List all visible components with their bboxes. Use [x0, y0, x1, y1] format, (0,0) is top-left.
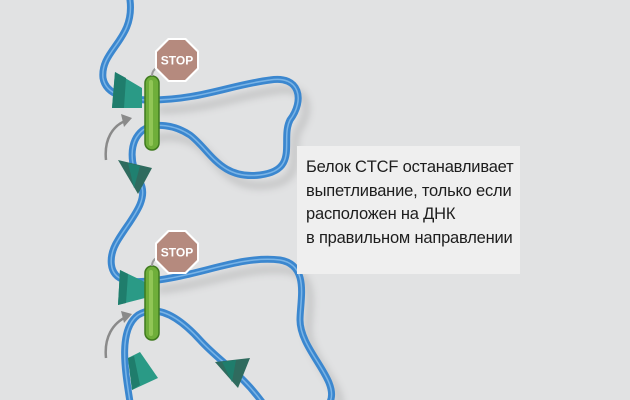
direction-arrow-icon — [104, 311, 132, 359]
caption-line: Белок CTCF останавливает — [306, 158, 514, 176]
cohesin-cone-icon — [215, 358, 250, 388]
stop-sign-icon: STOP — [155, 230, 199, 274]
caption-line: расположен на ДНК — [306, 205, 456, 223]
caption-line: в правильном направлении — [306, 228, 513, 247]
caption-box: Белок CTCF останавливает выпетливание, т… — [297, 146, 520, 274]
cohesin-cone-icon — [118, 160, 152, 194]
direction-arrow-icon — [104, 114, 132, 161]
cohesin-cone-icon — [112, 72, 142, 108]
cohesin-cone-icon — [128, 352, 158, 390]
stop-sign-icon: STOP — [155, 38, 199, 82]
stop-label: STOP — [161, 246, 193, 260]
caption-line: выпетливание, только если — [306, 181, 512, 200]
stop-label: STOP — [161, 54, 193, 68]
cohesin-cone-icon — [118, 270, 145, 305]
